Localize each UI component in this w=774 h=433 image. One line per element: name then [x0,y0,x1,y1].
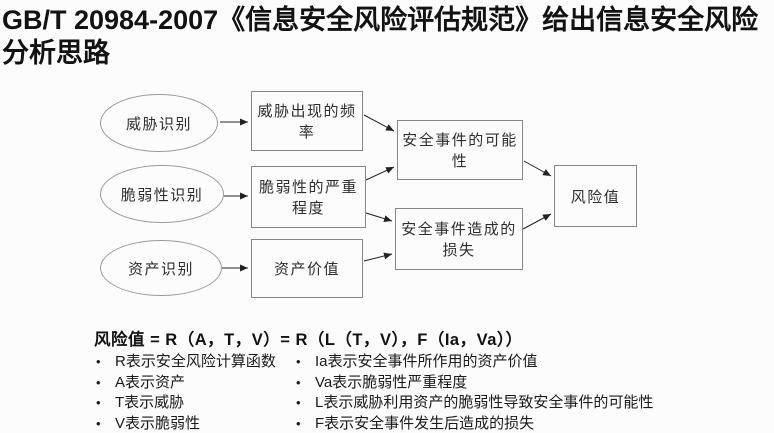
legend-right-column: Ia表示安全事件所作用的资产价值 Va表示脆弱性严重程度 L表示威胁利用资产的脆… [294,352,653,433]
node-label: 脆弱性的严重程度 [258,180,358,217]
node-label: 威胁识别 [125,116,192,133]
arrow-severity-to-likelihood [365,166,395,181]
legend-item-ia: Ia表示安全事件所作用的资产价值 [294,352,653,373]
arrow-severity-to-loss [365,212,393,222]
node-threat-identification: 威胁识别 [100,94,218,152]
node-label: 风险值 [570,189,621,206]
node-label: 安全事件造成的损失 [401,222,517,259]
risk-formula: 风险值 = R（A，T，V）= R（L（T，V），F（Ia，Va）） [94,331,523,349]
node-label: 资产识别 [127,261,194,278]
arrow-frequency-to-likelihood [363,114,395,132]
node-label: 安全事件的可能性 [402,133,518,170]
node-risk-value: 风险值 [554,165,637,227]
legend-item-v: V表示脆弱性 [94,414,294,433]
node-label: 资产价值 [273,262,340,278]
legend-item-l: L表示威胁利用资产的脆弱性导致安全事件的可能性 [294,393,653,414]
arrow-asset-value-to-loss [363,252,393,262]
page-title: GB/T 20984-2007《信息安全风险评估规范》给出信息安全风险分析思路 [2,5,759,68]
legend-item-r: R表示安全风险计算函数 [94,352,294,373]
arrow-likelihood-to-risk [523,160,552,177]
legend-item-va: Va表示脆弱性严重程度 [294,373,653,394]
legend-left-column: R表示安全风险计算函数 A表示资产 T表示威胁 V表示脆弱性 [94,352,294,433]
node-incident-loss: 安全事件造成的损失 [395,208,523,270]
node-incident-likelihood: 安全事件的可能性 [397,120,523,180]
node-vulnerability-severity: 脆弱性的严重程度 [251,166,366,228]
node-label: 脆弱性识别 [120,187,204,204]
node-label: 威胁出现的频率 [257,104,357,141]
node-asset-identification: 资产识别 [100,240,222,296]
node-vulnerability-identification: 脆弱性识别 [100,165,224,223]
node-asset-value: 资产价值 [251,239,363,298]
legend: R表示安全风险计算函数 A表示资产 T表示威胁 V表示脆弱性 Ia表示安全事件所… [94,352,653,433]
legend-item-t: T表示威胁 [94,393,294,414]
arrow-loss-to-risk [522,213,552,230]
legend-item-f: F表示安全事件发生后造成的损失 [294,414,653,433]
legend-item-a: A表示资产 [94,373,294,394]
node-threat-frequency: 威胁出现的频率 [251,91,363,151]
